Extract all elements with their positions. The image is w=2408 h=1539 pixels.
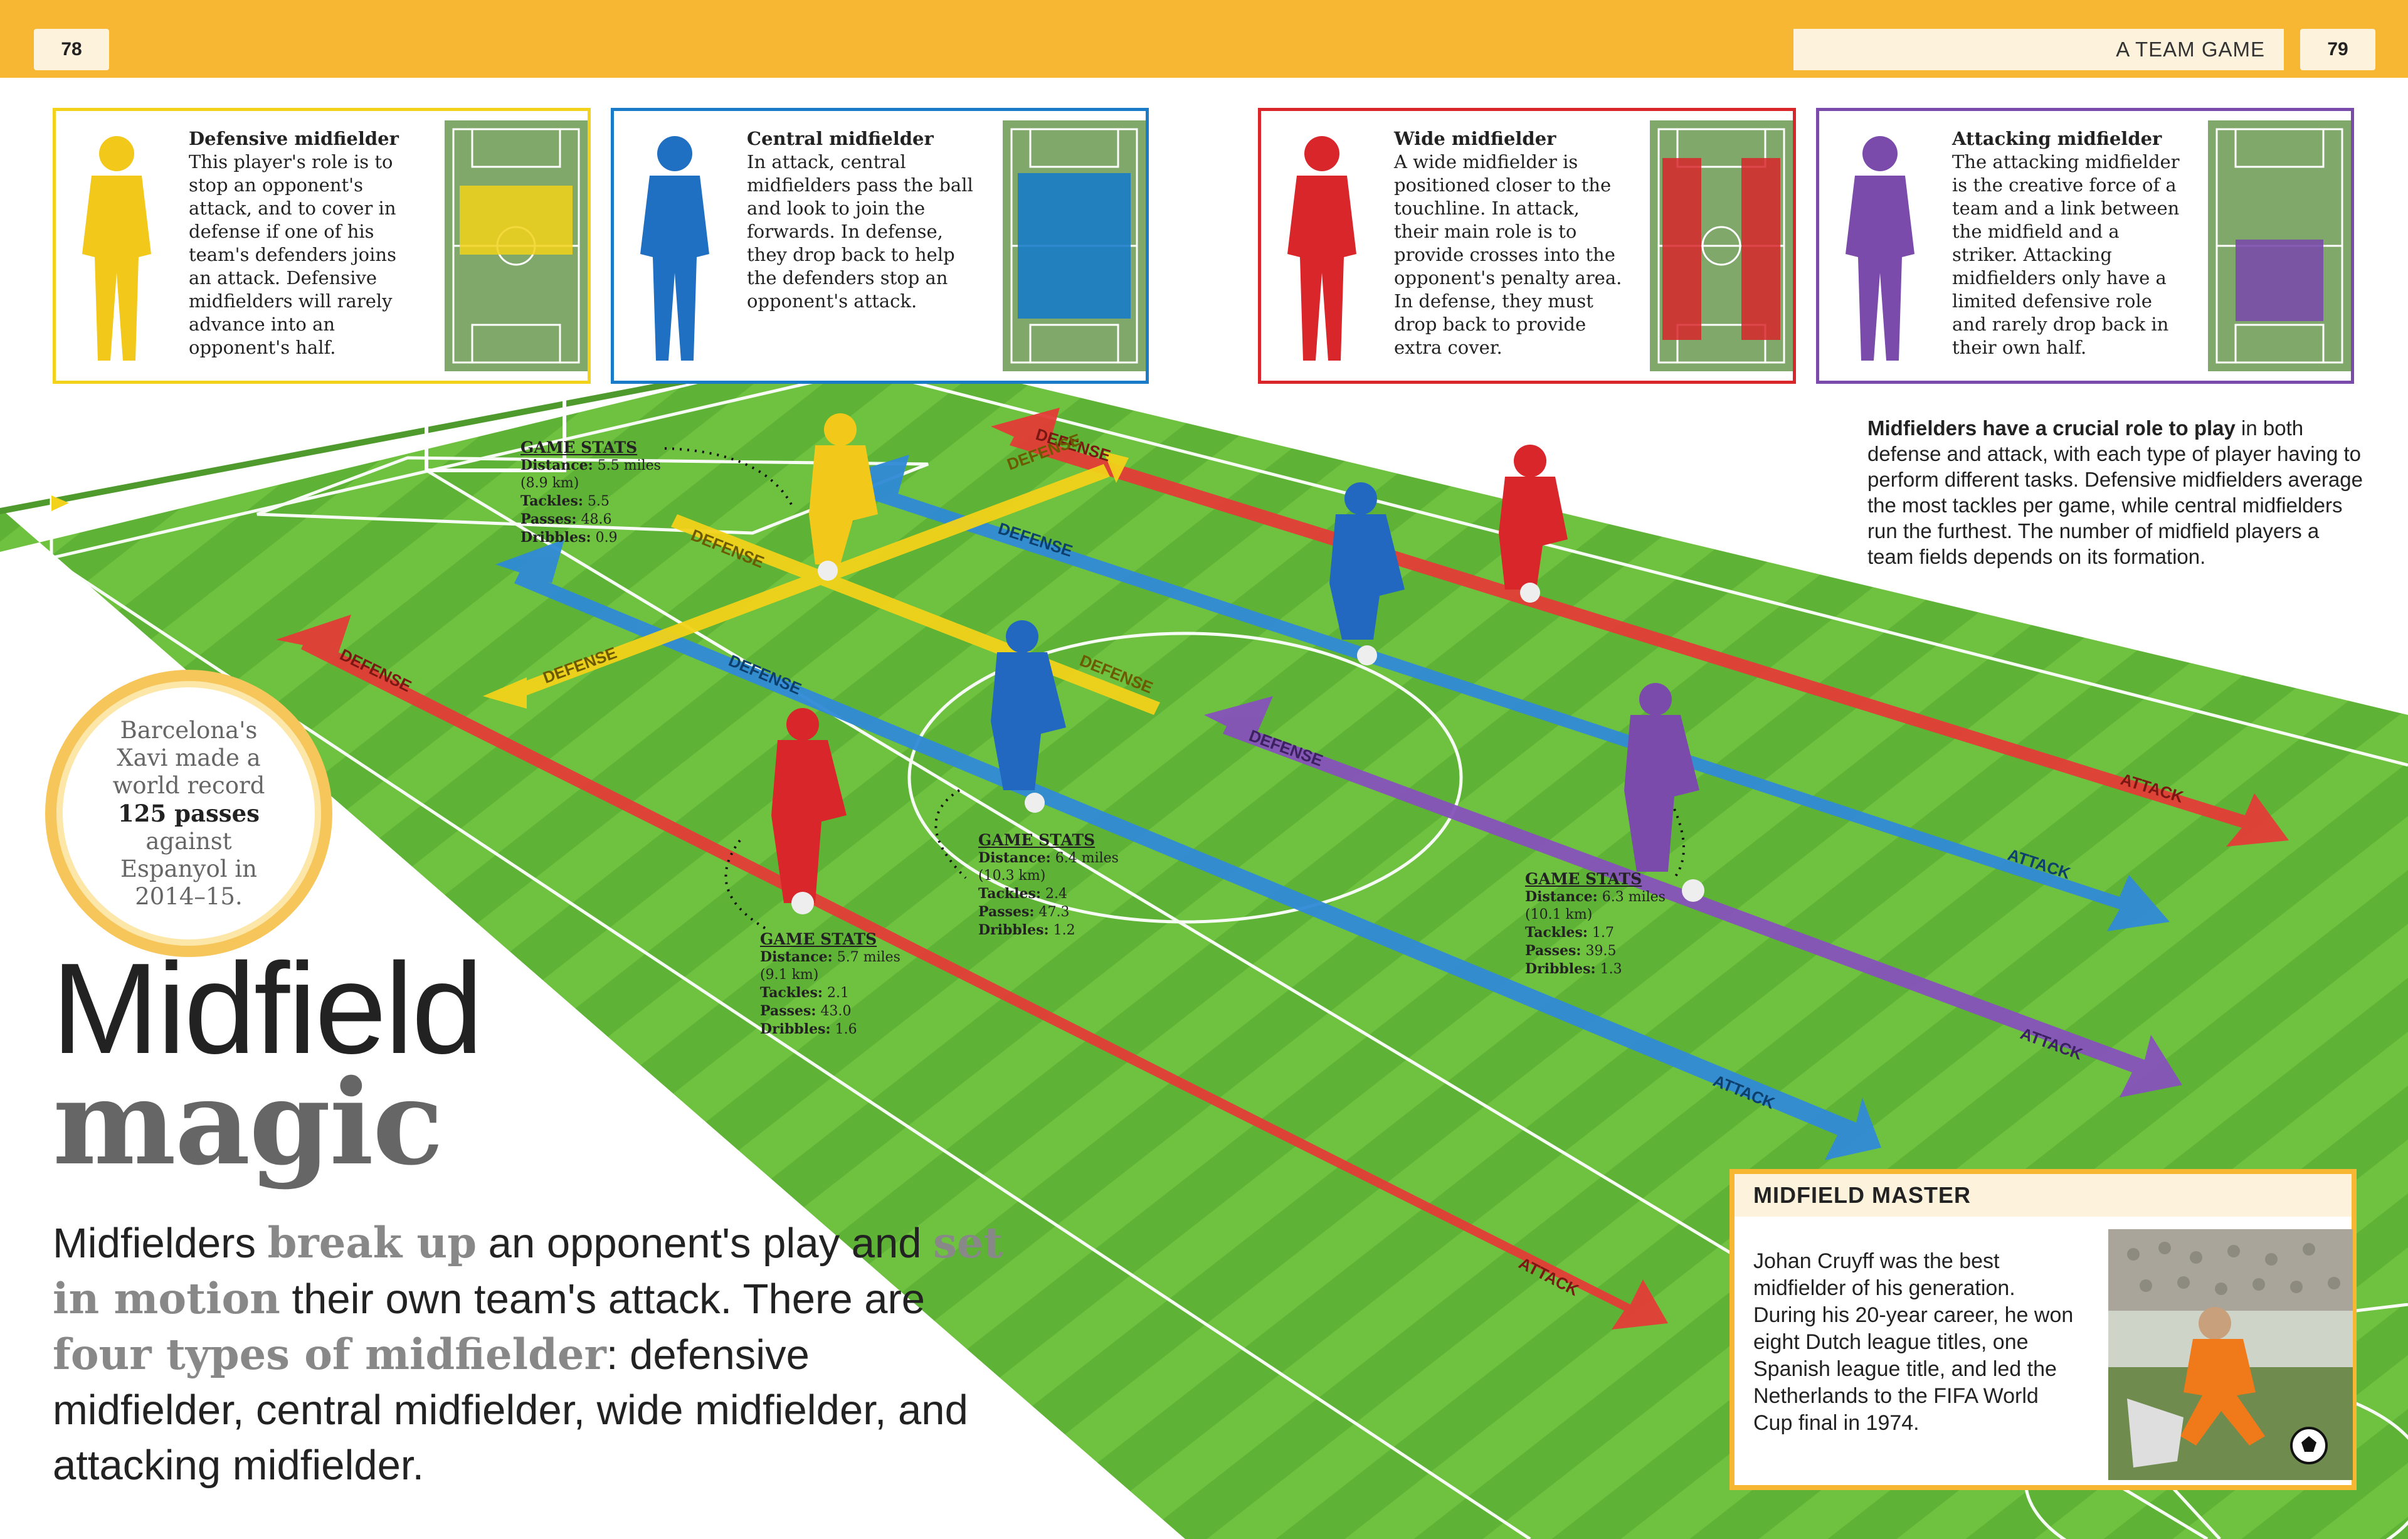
card-title: Defensive midfielder: [189, 128, 399, 149]
intro-bold: Midfielders have a crucial role to play: [1867, 416, 2236, 440]
record-line: world record: [112, 771, 265, 799]
pitch-thumb-central: [1003, 120, 1146, 371]
card-body: The attacking midfielder is the creative…: [1952, 151, 2180, 358]
player-blue-central-2: [991, 620, 1066, 813]
card-title: Attacking midfielder: [1952, 128, 2162, 149]
goal-net: [425, 393, 566, 472]
record-line: Xavi made a: [117, 744, 261, 771]
card-body: This player's role is to stop an opponen…: [189, 151, 396, 358]
player-yellow-defensive: [809, 413, 878, 581]
run-path-yellow: [664, 447, 795, 509]
player-figure-purple: [1846, 136, 1914, 361]
game-stats-defensive: GAME STATS Distance: 5.5 miles (8.9 km) …: [520, 438, 661, 546]
player-blue-central-1: [1329, 482, 1405, 665]
master-heading: MIDFIELD MASTER: [1735, 1174, 2352, 1217]
page-subtitle: magic: [53, 1054, 443, 1191]
game-stats-central: GAME STATS Distance: 6.4 miles (10.3 km)…: [978, 831, 1119, 939]
player-red-wide-1: [1499, 445, 1568, 603]
run-path-red: [724, 839, 766, 929]
page-title: Midfield: [51, 936, 483, 1081]
record-line: Barcelona's: [120, 716, 258, 744]
arrow-blue-central: [495, 539, 1881, 1160]
page-number-left: 78: [34, 29, 109, 70]
player-red-wide-2: [771, 708, 847, 914]
section-title: A TEAM GAME: [1793, 29, 2284, 70]
pitch-thumb-defensive: [445, 120, 588, 371]
card-title: Wide midfielder: [1394, 128, 1556, 149]
corner-flag-left: [50, 495, 69, 558]
game-stats-attacking: GAME STATS Distance: 6.3 miles (10.1 km)…: [1525, 870, 1666, 978]
pitch-thumb-wide: [1650, 120, 1793, 371]
player-figure-yellow: [82, 136, 151, 361]
arrow-blue-central-2: [840, 455, 2170, 931]
card-body: In attack, central midfielders pass the …: [747, 151, 973, 312]
record-line: against: [145, 827, 232, 855]
cruyff-photo: [2108, 1229, 2353, 1480]
arrow-red-wide: [276, 615, 1668, 1330]
arrow-purple-attacking: [1204, 696, 2182, 1097]
arrow-red-wide-2: [991, 408, 2289, 847]
midfield-master-box: MIDFIELD MASTER Johan Cruyff was the bes…: [1729, 1169, 2357, 1490]
card-title: Central midfielder: [747, 128, 934, 149]
player-figure-red: [1287, 136, 1356, 361]
record-callout: Barcelona's Xavi made a world record 125…: [45, 670, 332, 957]
pitch-thumb-attacking: [2208, 120, 2351, 371]
player-figure-blue: [640, 136, 709, 361]
intro-paragraph: Midfielders have a crucial role to play …: [1867, 415, 2363, 569]
player-purple-attacking: [1624, 683, 1704, 902]
record-line: Espanyol in: [120, 855, 257, 882]
intro-rest: in both defense and attack, with each ty…: [1867, 416, 2363, 568]
record-line: 2014–15.: [135, 882, 243, 910]
page-number-right: 79: [2300, 29, 2375, 70]
record-highlight: 125 passes: [118, 799, 260, 827]
lead-paragraph: Midfielders break up an opponent's play …: [53, 1218, 1003, 1489]
master-body: Johan Cruyff was the best midfielder of …: [1753, 1249, 2074, 1435]
card-body: A wide midfielder is positioned closer t…: [1394, 151, 1622, 358]
game-stats-wide: GAME STATS Distance: 5.7 miles (9.1 km) …: [760, 930, 900, 1038]
run-path-blue: [934, 789, 967, 879]
